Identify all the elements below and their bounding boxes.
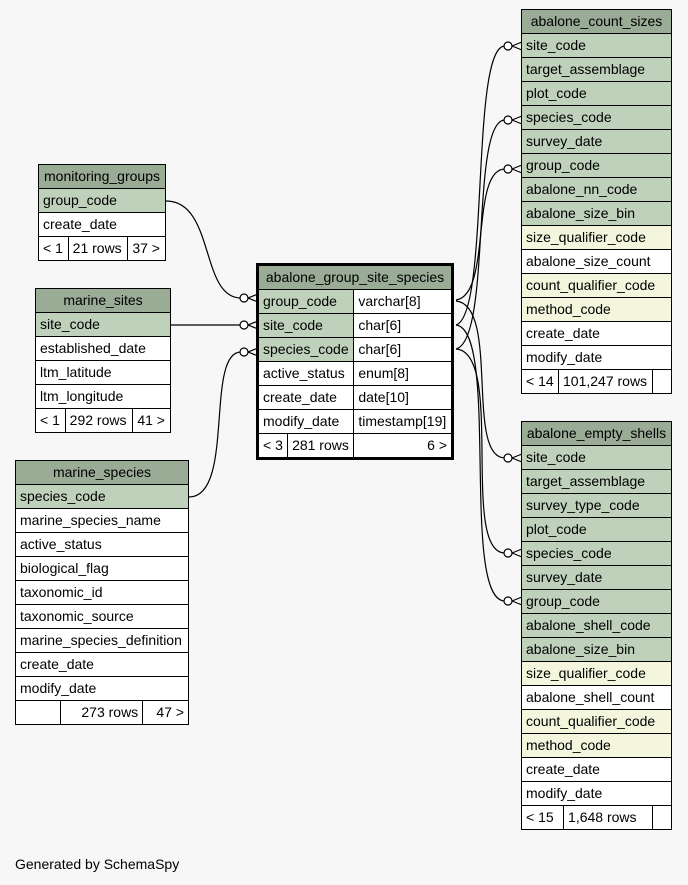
generated-by-text: Generated by SchemaSpy bbox=[15, 856, 180, 872]
column-row[interactable]: taxonomic_source bbox=[15, 604, 189, 629]
column-row[interactable]: survey_date bbox=[521, 129, 672, 154]
parents-count: < 1 bbox=[38, 236, 69, 261]
column-type: varchar[8] bbox=[353, 289, 453, 314]
column-row[interactable]: survey_date bbox=[521, 565, 672, 590]
column-row[interactable]: survey_type_code bbox=[521, 493, 672, 518]
column-row[interactable]: create_date bbox=[15, 652, 189, 677]
column-type: char[6] bbox=[353, 337, 453, 362]
parents-count: < 3 bbox=[256, 433, 289, 459]
row-count: 101,247 rows bbox=[558, 369, 653, 394]
column-type: date[10] bbox=[353, 385, 453, 410]
edge-count-sizes-site bbox=[455, 45, 506, 326]
column-type: timestamp[19] bbox=[353, 409, 453, 434]
edge-monitoring-groups-group bbox=[165, 200, 242, 299]
row-count: 281 rows bbox=[287, 433, 355, 459]
edge-empty-shells-site bbox=[455, 300, 506, 459]
edge-count-sizes-species bbox=[455, 119, 506, 350]
row-count: 273 rows bbox=[59, 700, 144, 725]
column-row[interactable]: species_code bbox=[256, 337, 355, 362]
column-row[interactable]: abalone_nn_code bbox=[521, 177, 672, 202]
column-row[interactable]: create_date bbox=[521, 321, 672, 346]
column-row[interactable]: target_assemblage bbox=[521, 57, 672, 82]
column-row[interactable]: modify_date bbox=[15, 676, 189, 701]
column-row[interactable]: established_date bbox=[35, 336, 171, 361]
edge-empty-shells-group bbox=[455, 324, 506, 602]
column-row[interactable]: site_code bbox=[521, 445, 672, 470]
column-row[interactable]: abalone_size_bin bbox=[521, 637, 672, 662]
column-row[interactable]: site_code bbox=[521, 33, 672, 58]
column-row[interactable]: ltm_longitude bbox=[35, 384, 171, 409]
column-row[interactable]: abalone_shell_code bbox=[521, 613, 672, 638]
column-row[interactable]: count_qualifier_code bbox=[521, 709, 672, 734]
column-row[interactable]: plot_code bbox=[521, 81, 672, 106]
column-row[interactable]: method_code bbox=[521, 297, 672, 322]
table-marine-sites[interactable]: marine_sites site_code established_date … bbox=[35, 288, 171, 433]
column-row[interactable]: group_code bbox=[521, 589, 672, 614]
row-count: 292 rows bbox=[64, 408, 134, 433]
table-title[interactable]: abalone_group_site_species bbox=[257, 264, 453, 290]
row-count: 1,648 rows bbox=[563, 805, 653, 830]
column-row[interactable]: abalone_size_count bbox=[521, 249, 672, 274]
column-row[interactable]: group_code bbox=[521, 153, 672, 178]
column-type: enum[8] bbox=[353, 361, 453, 386]
column-row[interactable]: ltm_latitude bbox=[35, 360, 171, 385]
column-row[interactable]: modify_date bbox=[256, 409, 355, 434]
table-title[interactable]: abalone_empty_shells bbox=[521, 421, 672, 446]
column-row[interactable]: create_date bbox=[256, 385, 355, 410]
parents-count: < 14 bbox=[521, 369, 559, 394]
table-title[interactable]: monitoring_groups bbox=[38, 164, 166, 189]
children-count bbox=[652, 805, 672, 830]
column-type: char[6] bbox=[353, 313, 453, 338]
table-title[interactable]: marine_sites bbox=[35, 288, 171, 313]
children-count bbox=[652, 369, 672, 394]
column-row[interactable]: taxonomic_id bbox=[15, 580, 189, 605]
column-row[interactable]: marine_species_definition bbox=[15, 628, 189, 653]
column-row[interactable]: group_code bbox=[256, 289, 355, 314]
row-count: 21 rows bbox=[67, 236, 129, 261]
column-row[interactable]: site_code bbox=[35, 312, 171, 337]
column-row[interactable]: species_code bbox=[521, 541, 672, 566]
column-row[interactable]: target_assemblage bbox=[521, 469, 672, 494]
column-row[interactable]: species_code bbox=[15, 484, 189, 509]
column-row[interactable]: create_date bbox=[521, 757, 672, 782]
column-row[interactable]: species_code bbox=[521, 105, 672, 130]
table-abalone-group-site-species[interactable]: abalone_group_site_species group_code va… bbox=[256, 263, 454, 460]
table-monitoring-groups[interactable]: monitoring_groups group_code create_date… bbox=[38, 164, 166, 261]
column-row[interactable]: abalone_size_bin bbox=[521, 201, 672, 226]
column-row[interactable]: size_qualifier_code bbox=[521, 661, 672, 686]
column-row[interactable]: site_code bbox=[256, 313, 355, 338]
column-row[interactable]: plot_code bbox=[521, 517, 672, 542]
column-row[interactable]: create_date bbox=[38, 212, 166, 237]
column-row[interactable]: active_status bbox=[15, 532, 189, 557]
table-marine-species[interactable]: marine_species species_code marine_speci… bbox=[15, 460, 189, 725]
edge-count-sizes-group bbox=[455, 168, 506, 301]
children-count: 6 > bbox=[353, 433, 453, 459]
table-title[interactable]: abalone_count_sizes bbox=[521, 9, 672, 34]
edge-marine-species-species bbox=[188, 351, 242, 498]
column-row[interactable]: active_status bbox=[256, 361, 355, 386]
parents-count bbox=[15, 700, 61, 725]
children-count: 37 > bbox=[127, 236, 166, 261]
column-row[interactable]: marine_species_name bbox=[15, 508, 189, 533]
column-row[interactable]: modify_date bbox=[521, 345, 672, 370]
column-row[interactable]: group_code bbox=[38, 188, 166, 213]
table-abalone-empty-shells[interactable]: abalone_empty_shells site_code target_as… bbox=[520, 421, 672, 830]
column-row[interactable]: abalone_shell_count bbox=[521, 685, 672, 710]
parents-count: < 1 bbox=[35, 408, 66, 433]
column-row[interactable]: method_code bbox=[521, 733, 672, 758]
column-row[interactable]: biological_flag bbox=[15, 556, 189, 581]
table-title[interactable]: marine_species bbox=[15, 460, 189, 485]
edge-empty-shells-species bbox=[455, 348, 506, 554]
column-row[interactable]: count_qualifier_code bbox=[521, 273, 672, 298]
column-row[interactable]: modify_date bbox=[521, 781, 672, 806]
parents-count: < 15 bbox=[520, 805, 565, 830]
table-abalone-count-sizes[interactable]: abalone_count_sizes site_code target_ass… bbox=[521, 9, 672, 394]
children-count: 41 > bbox=[132, 408, 171, 433]
column-row[interactable]: size_qualifier_code bbox=[521, 225, 672, 250]
children-count: 47 > bbox=[142, 700, 189, 725]
